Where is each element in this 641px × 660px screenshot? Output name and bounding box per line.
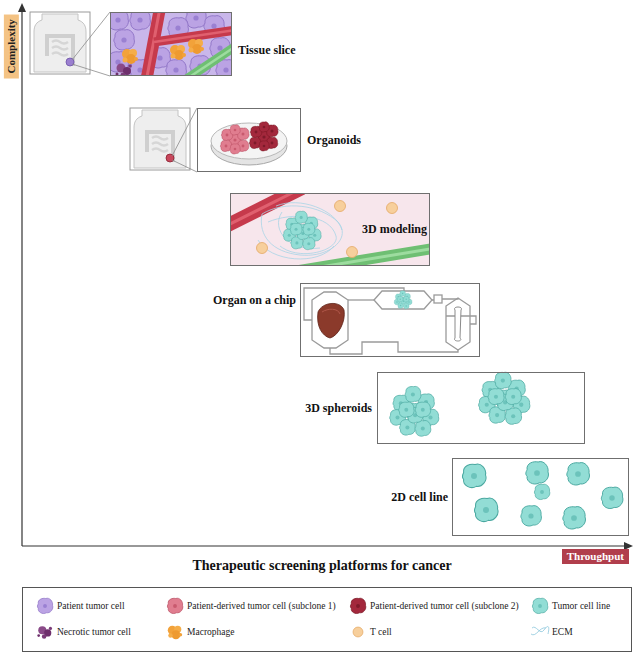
legend-text: Patient-derived tumor cell (subclone 2) — [370, 601, 519, 612]
chart-title: Therapeutic screening platforms for canc… — [192, 558, 451, 574]
legend-text: T cell — [370, 627, 392, 638]
axis-label: Complexity — [4, 14, 19, 78]
legend-text: Patient-derived tumor cell (subclone 1) — [187, 601, 336, 612]
platform-box: Organ on a chip — [300, 283, 480, 357]
platform-box: 3D spheroids — [377, 372, 585, 444]
platform-label: 3D modeling — [362, 223, 427, 236]
platform-label: Organ on a chip — [213, 294, 296, 307]
platform-label: Tissue slice — [238, 44, 295, 57]
legend-text: Macrophage — [187, 627, 234, 638]
platform-box: 3D modeling — [230, 193, 430, 266]
legend-text: ECM — [552, 627, 573, 638]
platform-label: 2D cell line — [391, 491, 448, 504]
platform-label: Organoids — [307, 134, 361, 147]
legend-text: Tumor cell line — [552, 601, 610, 612]
platform-box: 2D cell line — [452, 458, 629, 536]
legend-text: Patient tumor cell — [57, 601, 125, 612]
platform-box: Organoids — [197, 108, 301, 172]
platform-label: 3D spheroids — [305, 402, 372, 415]
axis-label: Throughput — [562, 549, 629, 564]
legend-text: Necrotic tumor cell — [57, 627, 131, 638]
platform-box: Tissue slice — [110, 12, 232, 76]
